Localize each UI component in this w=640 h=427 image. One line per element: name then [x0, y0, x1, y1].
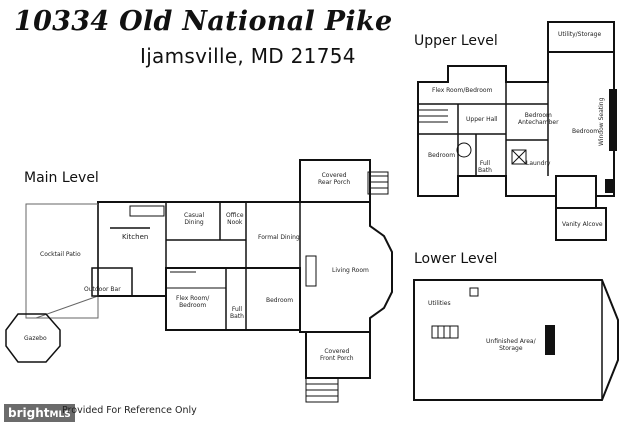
room-covered-rear-porch-line2: Rear Porch — [318, 179, 351, 186]
room-unfinished-storage-line2: Storage — [499, 345, 523, 352]
room-upper-hall: Upper Hall — [466, 116, 498, 123]
room-full-bath-upper-line1: Full — [479, 160, 491, 167]
room-covered-rear-porch: Covered Rear Porch — [318, 172, 350, 186]
room-formal-dining: Formal Dining — [258, 234, 300, 241]
room-outdoor-bar: Outdoor Bar — [84, 286, 121, 293]
room-bedroom-upper-left: Bedroom — [428, 152, 456, 159]
room-office-nook-line2: Nook — [227, 219, 243, 226]
room-kitchen: Kitchen — [122, 233, 149, 241]
brightmls-watermark: brightMLS — [4, 404, 75, 422]
room-office-nook: Office Nook — [226, 212, 244, 226]
room-flex-room-upper: Flex Room/Bedroom — [432, 87, 493, 94]
main-level-plan — [5, 159, 393, 403]
room-full-bath-main-line1: Full — [231, 306, 243, 313]
room-gazebo: Gazebo — [24, 335, 47, 342]
lower-level-label: Lower Level — [414, 251, 498, 267]
room-covered-front-porch-line2: Front Porch — [320, 355, 354, 362]
room-covered-rear-porch-line1: Covered — [321, 172, 347, 179]
room-flex-room-main: Flex Room/ Bedroom — [176, 295, 209, 309]
lower-level-plan — [413, 279, 619, 401]
room-flex-room-main-line2: Bedroom — [179, 302, 207, 309]
watermark-suffix: MLS — [49, 410, 71, 420]
room-full-bath-upper-line2: Bath — [478, 167, 492, 174]
room-covered-front-porch: Covered Front Porch — [320, 348, 354, 362]
room-casual-dining: Casual Dining — [184, 212, 204, 226]
room-unfinished-storage: Unfinished Area/ Storage — [486, 338, 536, 352]
property-address: 10334 Old National Pike — [14, 6, 393, 37]
room-living-room: Living Room — [332, 267, 369, 274]
room-utility-storage: Utility/Storage — [558, 31, 602, 38]
room-bedroom-upper-right: Bedroom — [572, 128, 600, 135]
room-full-bath-main-line2: Bath — [230, 313, 244, 320]
reference-disclaimer: Provided For Reference Only — [62, 405, 197, 416]
room-utilities: Utilities — [428, 300, 451, 307]
room-office-nook-line1: Office — [226, 212, 244, 219]
room-casual-dining-line2: Dining — [184, 219, 204, 226]
room-bedroom-main: Bedroom — [266, 297, 294, 304]
room-full-bath-main: Full Bath — [230, 306, 244, 320]
watermark-text: bright — [8, 406, 50, 420]
property-city: Ijamsville, MD 21754 — [140, 44, 356, 68]
room-unfinished-storage-line1: Unfinished Area/ — [486, 338, 536, 345]
room-cocktail-patio: Cocktail Patio — [40, 251, 81, 258]
room-bedroom-antechamber-line1: Bedroom — [524, 112, 552, 119]
room-casual-dining-line1: Casual — [184, 212, 205, 219]
room-flex-room-main-line1: Flex Room/ — [176, 295, 210, 302]
room-bedroom-antechamber: Bedroom Antechamber — [518, 112, 559, 126]
room-laundry: Laundry — [526, 160, 551, 167]
upper-level-label: Upper Level — [414, 33, 498, 49]
room-vanity-alcove: Vanity Alcove — [562, 221, 603, 228]
upper-level-plan — [417, 21, 617, 241]
room-bedroom-antechamber-line2: Antechamber — [518, 119, 559, 126]
main-level-label: Main Level — [24, 170, 99, 186]
room-full-bath-upper: Full Bath — [478, 160, 492, 174]
room-covered-front-porch-line1: Covered — [324, 348, 350, 355]
room-window-seating: Window Seating — [598, 97, 605, 146]
